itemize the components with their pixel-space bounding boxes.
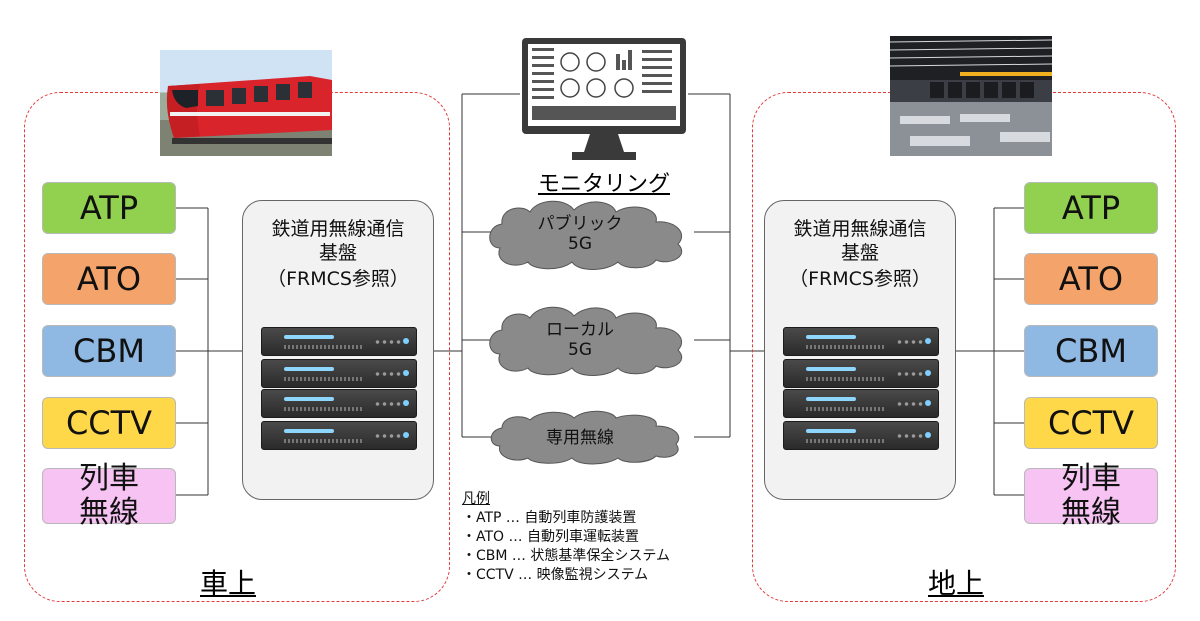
- ground-module-cctv: CCTV: [1024, 397, 1158, 449]
- ground-module-atp: ATP: [1024, 182, 1158, 234]
- legend-item: ・ATO … 自動列車運転装置: [462, 529, 639, 545]
- module-label: 列車無線: [1061, 462, 1121, 530]
- network-label-line1: ローカル: [546, 320, 614, 340]
- ground-module-ato: ATO: [1024, 253, 1158, 305]
- onboard-module-cbm: CBM: [42, 325, 176, 377]
- ground-platform: 鉄道用無線通信 基盤 （FRMCS参照）: [764, 200, 956, 500]
- train-photo: [160, 50, 332, 156]
- legend-title: 凡例: [462, 491, 490, 507]
- module-label: CBM: [73, 332, 145, 370]
- platform-title-line2: 基盤: [318, 242, 357, 264]
- platform-title-line1: 鉄道用無線通信: [793, 218, 927, 240]
- module-label: ATO: [76, 260, 142, 298]
- monitor-icon: [520, 36, 688, 164]
- platform-title-line1: 鉄道用無線通信: [271, 218, 405, 240]
- network-local-5g: ローカル 5G: [520, 320, 640, 360]
- cloud-icon: [490, 410, 680, 465]
- monitoring-label: モニタリング: [537, 172, 670, 197]
- onboard-module-atp: ATP: [42, 182, 176, 234]
- legend-item: ・ATP … 自動列車防護装置: [462, 510, 637, 526]
- cloud-icon: [489, 306, 683, 376]
- control-room-photo: [890, 36, 1052, 156]
- network-label-line1: パブリック: [537, 214, 623, 234]
- onboard-module-train-radio: 列車無線: [42, 462, 176, 530]
- module-label-line2: 無線: [1061, 495, 1121, 530]
- network-label-line2: 5G: [568, 234, 592, 254]
- network-label-line1: 専用無線: [546, 428, 614, 448]
- network-dedicated-radio: 専用無線: [520, 428, 640, 448]
- module-label: ATP: [79, 189, 139, 227]
- ground-module-train-radio: 列車無線: [1024, 462, 1158, 530]
- network-label-line2: 5G: [568, 340, 592, 360]
- module-label: ATO: [1058, 260, 1124, 298]
- ground-label: 地上: [928, 567, 985, 600]
- module-label: 列車無線: [79, 462, 139, 530]
- onboard-platform: 鉄道用無線通信 基盤 （FRMCS参照）: [242, 200, 434, 500]
- module-label: CBM: [1055, 332, 1127, 370]
- onboard-module-ato: ATO: [42, 253, 176, 305]
- onboard-module-cctv: CCTV: [42, 397, 176, 449]
- ground-module-cbm: CBM: [1024, 325, 1158, 377]
- legend-item: ・CBM … 状態基準保全システム: [462, 548, 670, 564]
- platform-title-line2: 基盤: [840, 242, 879, 264]
- network-public-5g: パブリック 5G: [520, 214, 640, 254]
- onboard-label: 車上: [200, 567, 257, 600]
- platform-title-line3: （FRMCS参照）: [789, 268, 931, 290]
- module-label-line1: 列車: [79, 461, 139, 496]
- module-label: ATP: [1061, 189, 1121, 227]
- module-label: CCTV: [1047, 404, 1135, 442]
- legend: 凡例 ・ATP … 自動列車防護装置 ・ATO … 自動列車運転装置 ・CBM …: [462, 490, 670, 585]
- module-label-line1: 列車: [1061, 461, 1121, 496]
- module-label: CCTV: [65, 404, 153, 442]
- legend-item: ・CCTV … 映像監視システム: [462, 567, 649, 583]
- platform-title-line3: （FRMCS参照）: [267, 268, 409, 290]
- cloud-icon: [489, 200, 683, 270]
- module-label-line2: 無線: [79, 495, 139, 530]
